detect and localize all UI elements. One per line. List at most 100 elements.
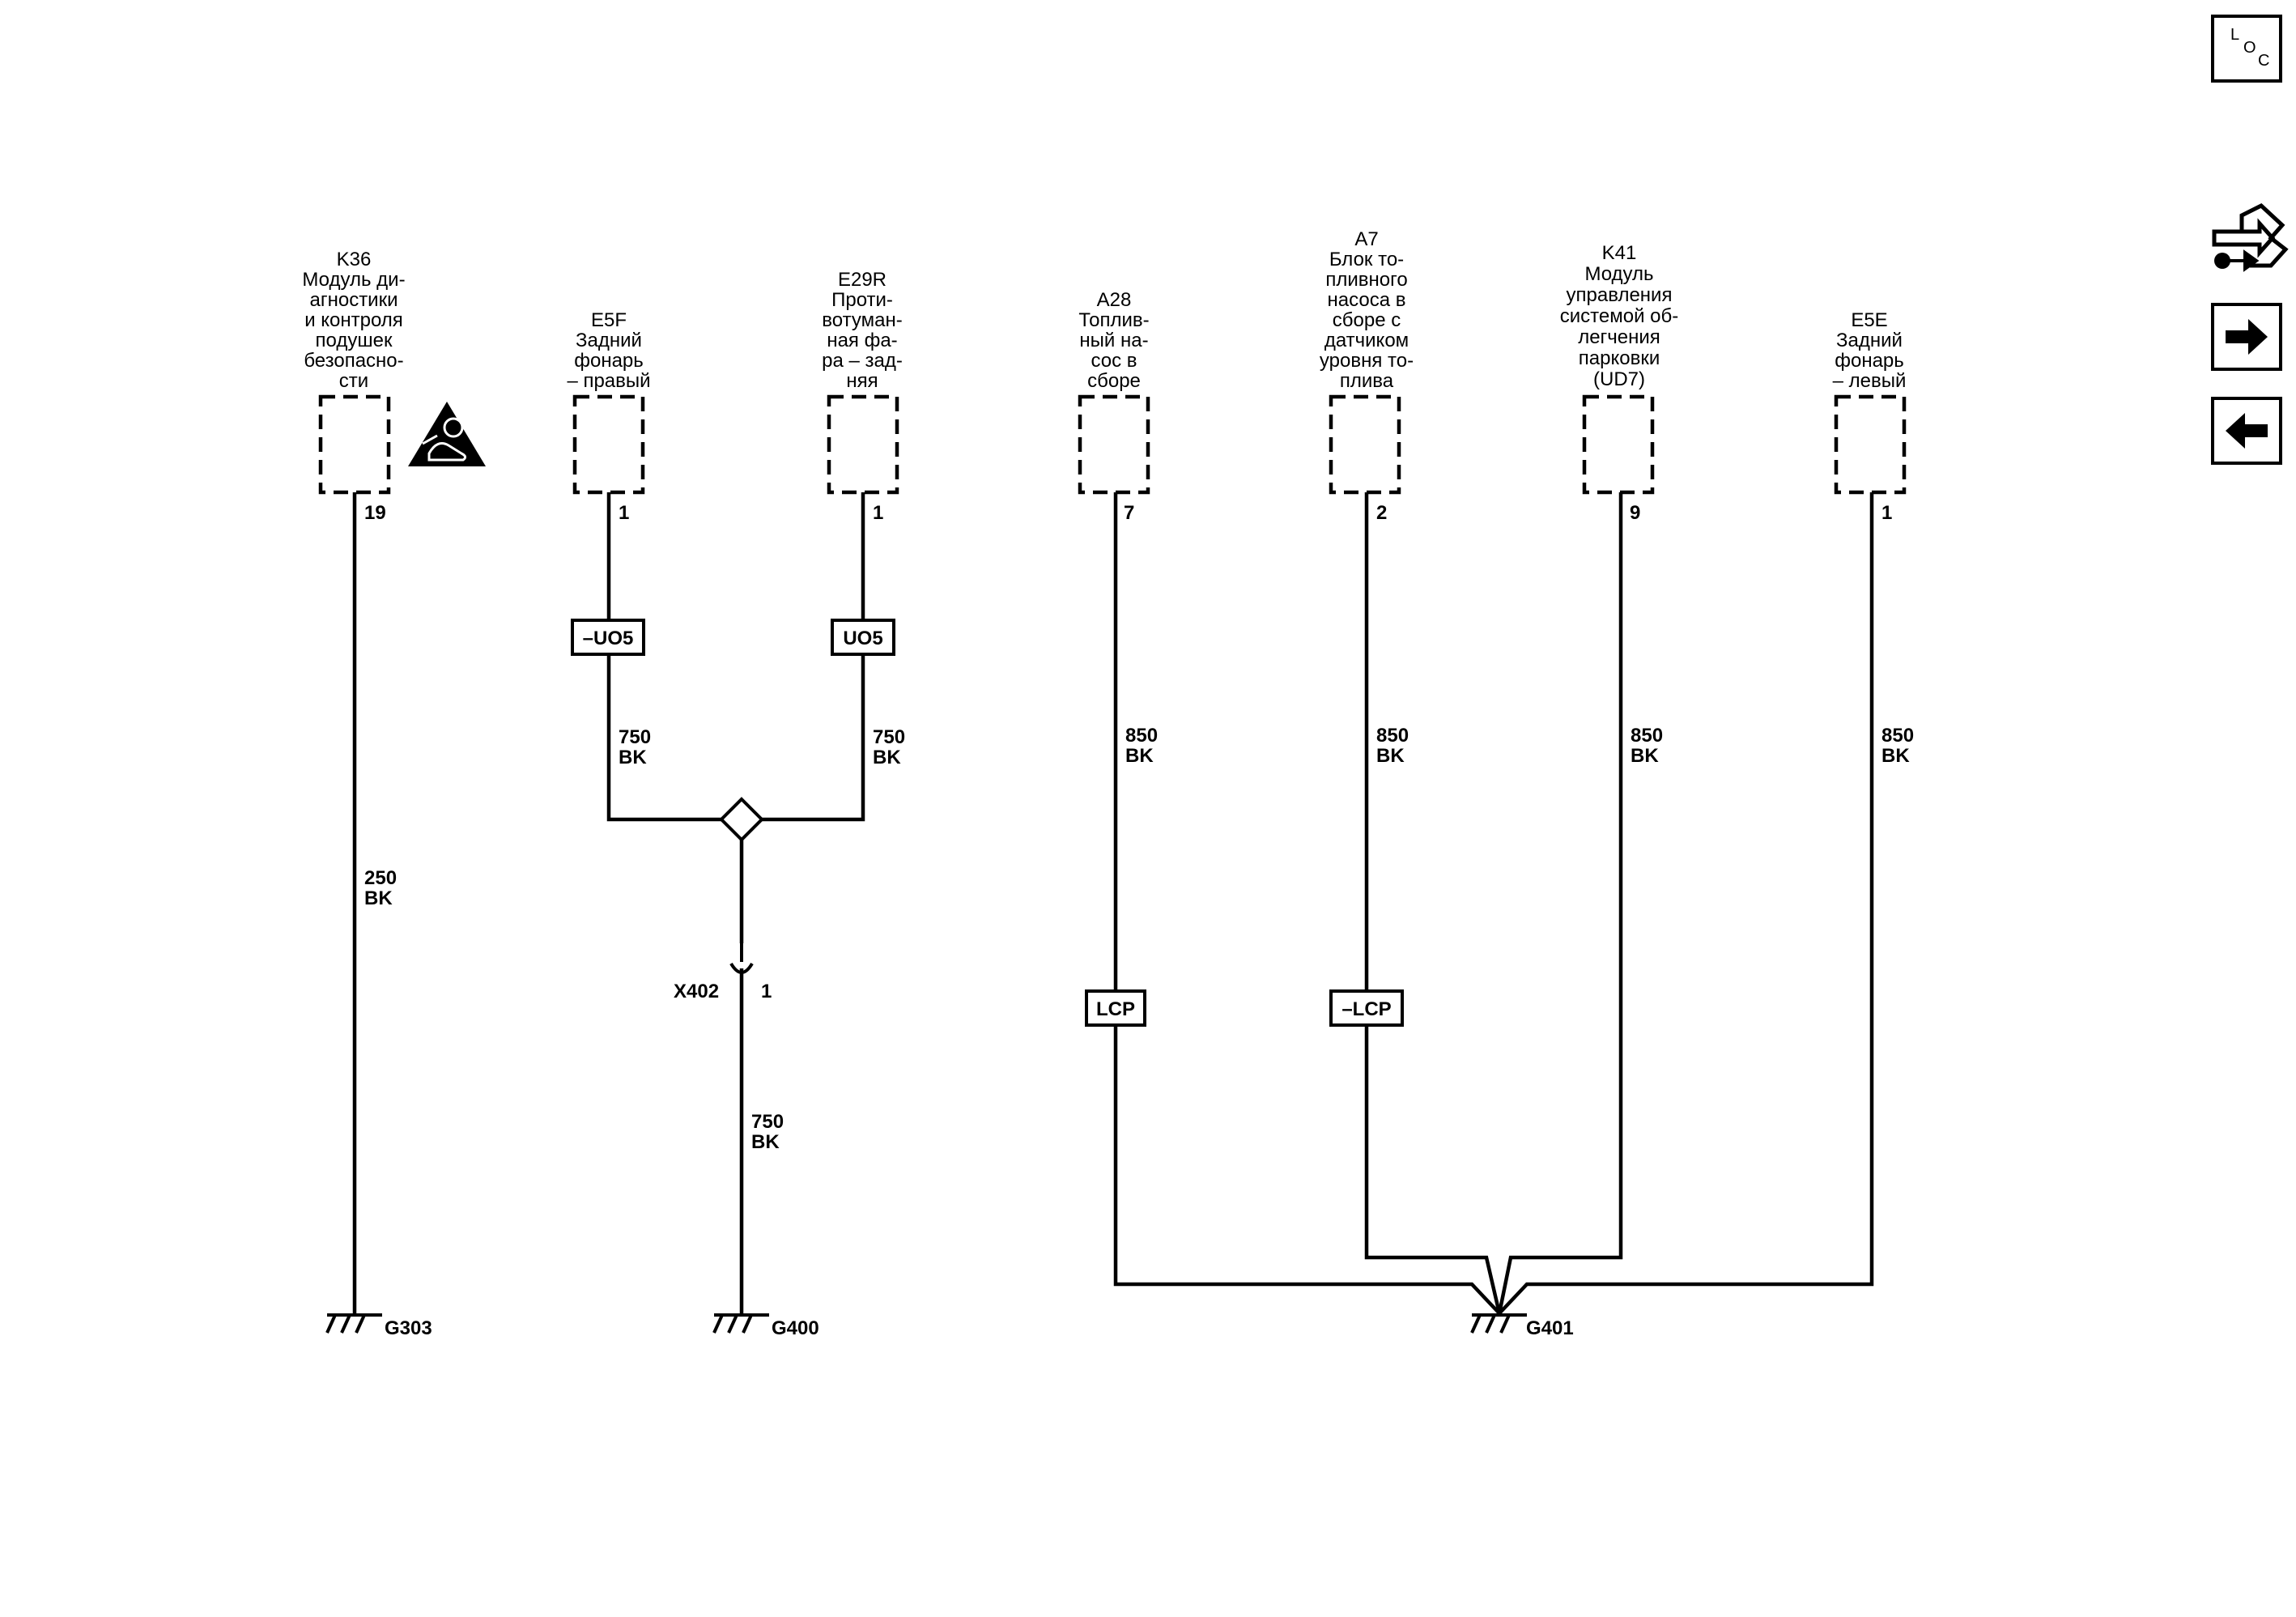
svg-text:– левый: – левый (1833, 370, 1907, 392)
svg-text:750: 750 (873, 726, 905, 748)
pin-e29r: 1 (873, 502, 883, 524)
wire-label-k41: 850 BK (1631, 725, 1663, 767)
module-a28-box[interactable] (1078, 394, 1150, 495)
svg-text:A28: A28 (1097, 289, 1132, 311)
svg-text:ная фа-: ная фа- (827, 330, 897, 351)
module-a7-box[interactable] (1329, 394, 1401, 495)
svg-text:плива: плива (1340, 370, 1394, 392)
pin-e5e: 1 (1881, 502, 1892, 524)
ground-g303-icon[interactable] (325, 1313, 382, 1334)
module-e29r-box[interactable] (827, 394, 899, 495)
svg-text:сти: сти (339, 370, 368, 392)
svg-text:250: 250 (364, 867, 397, 889)
connector-x402-pin: 1 (761, 981, 772, 1002)
pin-a7: 2 (1376, 502, 1387, 524)
pin-a28: 7 (1124, 502, 1134, 524)
svg-text:вотуман-: вотуман- (822, 309, 902, 331)
module-e5f-label: E5F Задний фонарь – правый (567, 309, 650, 392)
svg-text:850: 850 (1125, 725, 1158, 747)
svg-text:750: 750 (619, 726, 651, 748)
connector-x402-name: X402 (674, 981, 719, 1002)
svg-text:управления: управления (1567, 284, 1673, 306)
pin-e5f: 1 (619, 502, 629, 524)
svg-text:BK: BK (751, 1131, 780, 1153)
svg-text:BK: BK (1376, 745, 1405, 767)
svg-text:BK: BK (873, 747, 901, 768)
wire-e5f[interactable] (606, 492, 721, 822)
module-k41-box[interactable] (1582, 394, 1655, 495)
ground-g401-icon[interactable] (1470, 1313, 1527, 1334)
svg-text:K41: K41 (1602, 242, 1637, 264)
option-e29r[interactable]: UO5 (831, 619, 895, 656)
ground-g401-label: G401 (1526, 1317, 1574, 1339)
module-k36-label: K36 Модуль ди- агностики и контроля поду… (302, 249, 405, 392)
svg-text:BK: BK (619, 747, 647, 768)
wire-e5e[interactable] (1498, 492, 1874, 1315)
svg-text:системой об-: системой об- (1560, 305, 1678, 327)
svg-text:Задний: Задний (576, 330, 642, 351)
wire-label-x402: 750 BK (751, 1111, 784, 1153)
svg-text:(UD7): (UD7) (1593, 368, 1645, 390)
svg-text:Модуль ди-: Модуль ди- (302, 269, 405, 291)
module-e5f-box[interactable] (572, 394, 645, 495)
svg-text:BK: BK (1125, 745, 1154, 767)
pin-k36: 19 (364, 502, 386, 524)
svg-text:сборе с: сборе с (1333, 309, 1401, 331)
loc-letter-c: C (2258, 52, 2270, 70)
connector-x402-symbol[interactable] (729, 943, 754, 974)
module-k41-label: K41 Модуль управления системой об- легче… (1560, 242, 1678, 390)
next-arrow-icon (2226, 319, 2268, 355)
svg-text:Задний: Задний (1836, 330, 1903, 351)
svg-text:–UO5: –UO5 (583, 628, 634, 649)
svg-text:ный на-: ный на- (1079, 330, 1148, 351)
module-a28-label: A28 Топлив- ный на- сос в сборе (1078, 289, 1149, 392)
option-e5f[interactable]: –UO5 (571, 619, 645, 656)
svg-text:фонарь: фонарь (1835, 350, 1904, 372)
svg-text:няя: няя (846, 370, 878, 392)
svg-text:фонарь: фонарь (574, 350, 644, 372)
wire-label-e5f: 750 BK (619, 726, 651, 768)
svg-text:850: 850 (1631, 725, 1663, 747)
svg-text:E5F: E5F (591, 309, 627, 331)
splice-diamond[interactable] (719, 797, 764, 842)
svg-text:уровня то-: уровня то- (1320, 350, 1414, 372)
svg-text:UO5: UO5 (843, 628, 882, 649)
svg-text:K36: K36 (337, 249, 372, 270)
svg-text:и контроля: и контроля (304, 309, 403, 331)
svg-text:парковки: парковки (1579, 347, 1660, 369)
svg-text:850: 850 (1376, 725, 1409, 747)
svg-text:BK: BK (1881, 745, 1910, 767)
svg-text:BK: BK (364, 887, 393, 909)
wire-label-k36: 250 BK (364, 867, 397, 909)
module-k36-box[interactable] (318, 394, 391, 495)
loc-button[interactable]: L O C (2211, 15, 2282, 83)
svg-text:легчения: легчения (1578, 326, 1660, 348)
loc-letter-l: L (2230, 26, 2240, 44)
wire-a28[interactable] (1113, 492, 1501, 1315)
wire-e29r[interactable] (762, 492, 865, 822)
ground-g400-icon[interactable] (712, 1313, 769, 1334)
connector-repair-icon[interactable] (2211, 201, 2289, 279)
svg-text:–LCP: –LCP (1341, 998, 1391, 1020)
option-a28[interactable]: LCP (1085, 989, 1146, 1027)
svg-text:агностики: агностики (309, 289, 398, 311)
airbag-warning-icon (408, 402, 486, 466)
svg-text:E29R: E29R (838, 269, 887, 291)
wire-label-e5e: 850 BK (1881, 725, 1914, 767)
svg-text:E5E: E5E (1851, 309, 1887, 331)
svg-text:Топлив-: Топлив- (1078, 309, 1149, 331)
option-a7[interactable]: –LCP (1329, 989, 1404, 1027)
loc-letter-o: O (2243, 39, 2256, 57)
pin-k41: 9 (1630, 502, 1640, 524)
previous-arrow-button[interactable] (2211, 397, 2282, 465)
next-arrow-button[interactable] (2211, 303, 2282, 371)
module-e5e-box[interactable] (1834, 394, 1907, 495)
previous-arrow-icon (2226, 413, 2268, 449)
svg-text:подушек: подушек (316, 330, 393, 351)
wire-k41[interactable] (1497, 492, 1623, 1314)
wire-a7[interactable] (1364, 492, 1502, 1314)
svg-text:насоса в: насоса в (1328, 289, 1406, 311)
module-e29r-label: E29R Проти- вотуман- ная фа- ра – зад- н… (822, 269, 903, 392)
svg-text:850: 850 (1881, 725, 1914, 747)
